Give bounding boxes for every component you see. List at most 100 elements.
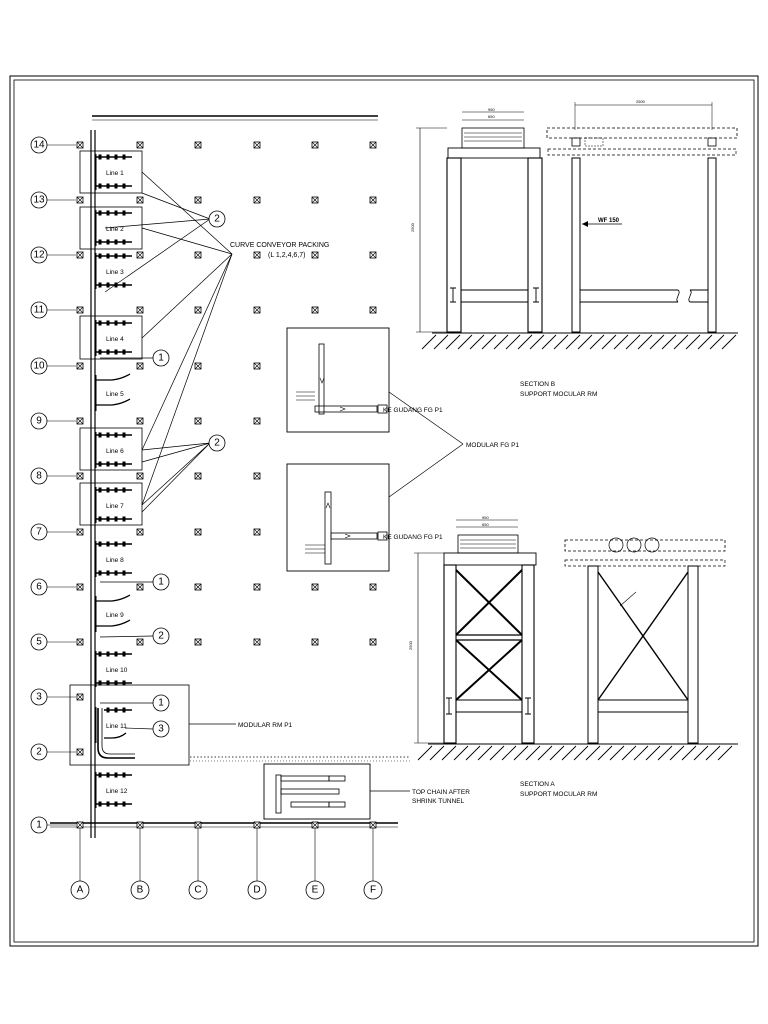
- grid-marker: [136, 306, 144, 314]
- section-a-front: [414, 519, 537, 744]
- grid-marker: [253, 528, 261, 536]
- section-b-front: [416, 111, 543, 333]
- row-bubble-label: 7: [36, 527, 42, 538]
- grid-marker: [136, 821, 144, 829]
- row-bubble-2: 2: [30, 743, 76, 761]
- grid-marker: [136, 196, 144, 204]
- column-bubble-F: F: [363, 828, 383, 900]
- section-a-side: [564, 537, 726, 744]
- row-bubble-7: 7: [30, 523, 76, 541]
- callout-2-top: [208, 210, 226, 228]
- curve-conveyor-label: CURVE CONVEYOR PACKING: [230, 242, 329, 249]
- grid-marker: [369, 251, 377, 259]
- grid-marker: [76, 528, 84, 536]
- grid-marker: [76, 583, 84, 591]
- grid-marker: [194, 251, 202, 259]
- line-label: Line 3: [106, 269, 124, 276]
- grid-marker: [136, 472, 144, 480]
- grid-marker: [76, 748, 84, 756]
- ke-gudang-label-1: KE GUDANG FG P1: [383, 407, 443, 414]
- column-bubble-C: C: [188, 828, 208, 900]
- section-b-dim-height: 2500: [410, 222, 415, 232]
- grid-marker: [253, 417, 261, 425]
- section-b-subtitle: SUPPORT MOCULAR RM: [520, 391, 597, 398]
- callout-1-line11-text: 1: [158, 698, 164, 709]
- outer-border: [9, 75, 759, 947]
- section-b-dim-2500: 2500: [636, 99, 646, 104]
- grid-marker: [369, 638, 377, 646]
- grid-marker: [311, 251, 319, 259]
- line-label: Line 11: [106, 723, 127, 730]
- line-label: Line 4: [106, 336, 124, 343]
- row-bubble-13: 13: [30, 191, 76, 209]
- grid-marker: [136, 417, 144, 425]
- grid-marker: [194, 417, 202, 425]
- grid-marker: [311, 583, 319, 591]
- grid-marker: [311, 196, 319, 204]
- top-chain-label-2: SHRINK TUNNEL: [412, 798, 465, 805]
- grid-marker: [76, 196, 84, 204]
- modular-fg-label: MODULAR FG P1: [466, 442, 519, 449]
- line-label: Line 5: [106, 391, 124, 398]
- grid-marker: [253, 141, 261, 149]
- line-label: Line 10: [106, 667, 128, 674]
- row-bubble-label: 8: [36, 471, 42, 482]
- grid-marker: [76, 821, 84, 829]
- row-bubble-label: 2: [36, 747, 42, 758]
- conveyor-line-6: Line 6: [95, 432, 132, 468]
- section-a-dim-650: 650: [482, 522, 489, 527]
- grid-marker: [194, 583, 202, 591]
- callouts: 2 1 2 1 2 1 3: [152, 210, 226, 738]
- row-bubble-11: 11: [30, 301, 76, 319]
- section-a-subtitle: SUPPORT MOCULAR RM: [520, 791, 597, 798]
- wf-label: WF 150: [598, 218, 620, 224]
- grid-marker: [136, 638, 144, 646]
- row-bubble-label: 1: [36, 820, 42, 831]
- grid-marker: [311, 821, 319, 829]
- grid-marker: [76, 251, 84, 259]
- conveyor-line-2: Line 2: [95, 210, 132, 246]
- callout-1-line11: [152, 694, 170, 712]
- grid-marker: [253, 362, 261, 370]
- section-a-dim-950: 950: [482, 515, 489, 520]
- column-bubble-E: E: [305, 828, 325, 900]
- conveyor-line-7: Line 7: [95, 487, 132, 523]
- line-label: Line 1: [106, 170, 124, 177]
- grid-marker: [311, 638, 319, 646]
- row-bubble-10: 10: [30, 357, 76, 375]
- section-b-dim-650: 650: [488, 114, 495, 119]
- grid-marker: [253, 638, 261, 646]
- grid-marker: [136, 141, 144, 149]
- callout-1-line8: [152, 573, 170, 591]
- conveyor-line-9: Line 9: [95, 594, 131, 632]
- line-label: Line 6: [106, 448, 124, 455]
- grid-marker: [194, 472, 202, 480]
- row-bubble-12: 12: [30, 246, 76, 264]
- callout-2-line9-text: 2: [158, 631, 164, 642]
- grid-marker: [194, 362, 202, 370]
- row-bubble-5: 5: [30, 633, 76, 651]
- conveyor-line-10: Line 10: [95, 651, 132, 687]
- curve-conveyor-leaders: [99, 171, 410, 792]
- callout-1-line4: [152, 349, 170, 367]
- modular-fg-detail-2: [286, 463, 390, 572]
- grid-marker: [369, 196, 377, 204]
- grid-marker: [194, 306, 202, 314]
- grid-marker: [136, 583, 144, 591]
- grid-marker: [253, 821, 261, 829]
- grid-marker: [369, 306, 377, 314]
- conveyor-line-11: Line 11: [95, 707, 127, 743]
- main-vertical-conveyor: [90, 130, 96, 838]
- line-boxes: [69, 150, 190, 766]
- row-bubble-label: 14: [33, 140, 45, 151]
- row-bubble-label: 10: [33, 361, 45, 372]
- box-line-4: [79, 315, 143, 360]
- bottom-beam: [50, 822, 398, 828]
- box-line-6: [79, 427, 143, 471]
- grid-marker: [76, 306, 84, 314]
- row-bubble-label: 13: [33, 195, 45, 206]
- section-b-dim-950: 950: [488, 107, 495, 112]
- grid-marker: [253, 472, 261, 480]
- column-bubble-A: A: [70, 828, 90, 900]
- grid-marker: [194, 638, 202, 646]
